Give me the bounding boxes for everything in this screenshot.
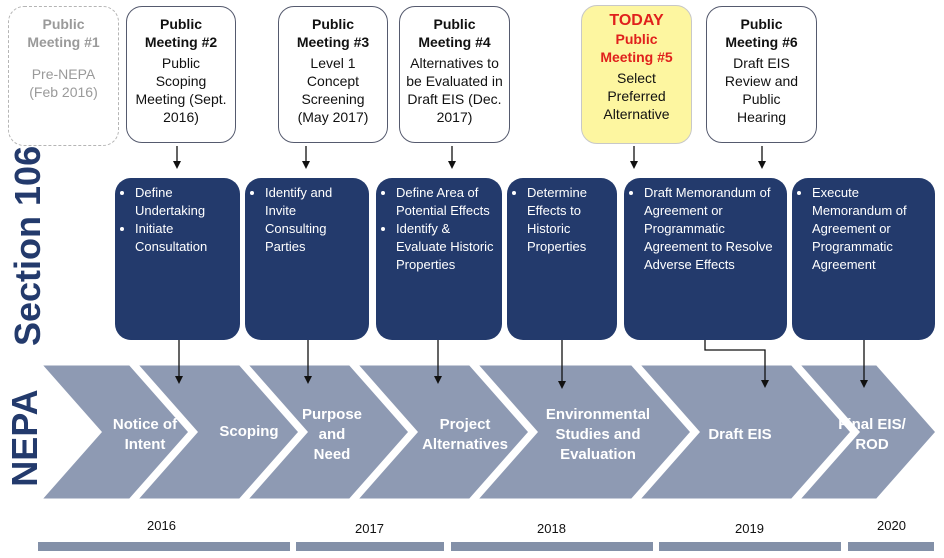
meeting-desc: Alternatives to be Evaluated in Draft EI…: [406, 55, 503, 125]
timeline-bar-2017: [296, 542, 444, 551]
section-106-item: Determine Effects to Historic Properties: [527, 184, 609, 256]
section-106-box-3: Define Area of Potential Effects Identif…: [376, 178, 502, 340]
meeting-desc: Draft EIS Review and Public Hearing: [724, 55, 799, 125]
meeting-title: Public Meeting #5: [600, 31, 673, 65]
section-106-item: Draft Memorandum of Agreement or Program…: [644, 184, 779, 274]
section-106-list: Determine Effects to Historic Properties: [513, 184, 609, 256]
section-106-box-1: Define Undertaking Initiate Consultation: [115, 178, 240, 340]
section-106-item: Define Undertaking: [135, 184, 232, 220]
year-label: 2019: [735, 521, 764, 536]
chevron-notice-of-intent: [36, 362, 193, 502]
meeting-desc: Select Preferred Alternative: [603, 70, 670, 122]
section-106-box-4: Determine Effects to Historic Properties: [507, 178, 617, 340]
public-meeting-4-box: Public Meeting #4 Alternatives to be Eva…: [399, 6, 510, 143]
section-106-list: Define Undertaking Initiate Consultation: [121, 184, 232, 256]
timeline-bar-2019: [659, 542, 841, 551]
public-meeting-6-box: Public Meeting #6 Draft EIS Review and P…: [706, 6, 817, 143]
today-label: TODAY: [609, 12, 664, 29]
chevron-scoping: [132, 362, 303, 502]
nepa-step-label: Project Alternatives: [422, 416, 508, 453]
nepa-step-label: Scoping: [219, 423, 279, 440]
section-106-list: Execute Memorandum of Agreement or Progr…: [798, 184, 927, 274]
year-label: 2020: [877, 518, 906, 533]
chevron-environmental-studies: [472, 362, 695, 502]
nepa-step-label: Draft EIS: [708, 426, 772, 443]
section-106-item: Define Area of Potential Effects: [396, 184, 494, 220]
section-106-item: Initiate Consultation: [135, 220, 232, 256]
timeline-bar-2016: [38, 542, 290, 551]
chevron-final-eis-rod: [794, 362, 940, 502]
year-label: 2016: [147, 518, 176, 533]
chevron-purpose-and-need: [242, 362, 413, 502]
section-106-list: Define Area of Potential Effects Identif…: [382, 184, 494, 274]
meeting-title: Public Meeting #3: [296, 16, 370, 50]
public-meeting-5-box: TODAY Public Meeting #5 Select Preferred…: [581, 5, 692, 144]
nepa-step-label: Final EIS/ ROD: [838, 416, 906, 453]
public-meeting-3-box: Public Meeting #3 Level 1 Concept Screen…: [278, 6, 388, 143]
meeting-desc: Pre-NEPA (Feb 2016): [29, 66, 98, 100]
timeline-bar-2018: [451, 542, 653, 551]
nepa-step-label: Notice of Intent: [112, 416, 178, 453]
nepa-step-label: Environmental Studies and Evaluation: [545, 406, 651, 463]
section-106-box-2: Identify and Invite Consulting Parties: [245, 178, 369, 340]
timeline-bar-2020: [848, 542, 934, 551]
section-106-list: Identify and Invite Consulting Parties: [251, 184, 361, 256]
public-meeting-2-box: Public Meeting #2 Public Scoping Meeting…: [126, 6, 236, 143]
chevron-project-alternatives: [352, 362, 533, 502]
meeting-desc: Public Scoping Meeting (Sept. 2016): [135, 55, 227, 125]
nepa-step-label: Purpose and Need: [301, 406, 362, 463]
meeting-title: Public Meeting #2: [144, 16, 218, 50]
section-106-list: Draft Memorandum of Agreement or Program…: [630, 184, 779, 274]
meeting-desc: Level 1 Concept Screening (May 2017): [297, 55, 369, 125]
chevron-draft-eis: [634, 362, 855, 502]
meeting-title: Public Meeting #6: [725, 16, 798, 50]
meeting-title: Public Meeting #1: [27, 16, 100, 50]
section-106-item: Identify & Evaluate Historic Properties: [396, 220, 494, 274]
section-106-item: Identify and Invite Consulting Parties: [265, 184, 361, 256]
year-label: 2018: [537, 521, 566, 536]
section-106-item: Execute Memorandum of Agreement or Progr…: [812, 184, 927, 274]
year-label: 2017: [355, 521, 384, 536]
section-106-box-6: Execute Memorandum of Agreement or Progr…: [792, 178, 935, 340]
meeting-title: Public Meeting #4: [418, 16, 491, 50]
section-106-box-5: Draft Memorandum of Agreement or Program…: [624, 178, 787, 340]
public-meeting-1-box: Public Meeting #1 Pre-NEPA (Feb 2016): [8, 6, 119, 146]
